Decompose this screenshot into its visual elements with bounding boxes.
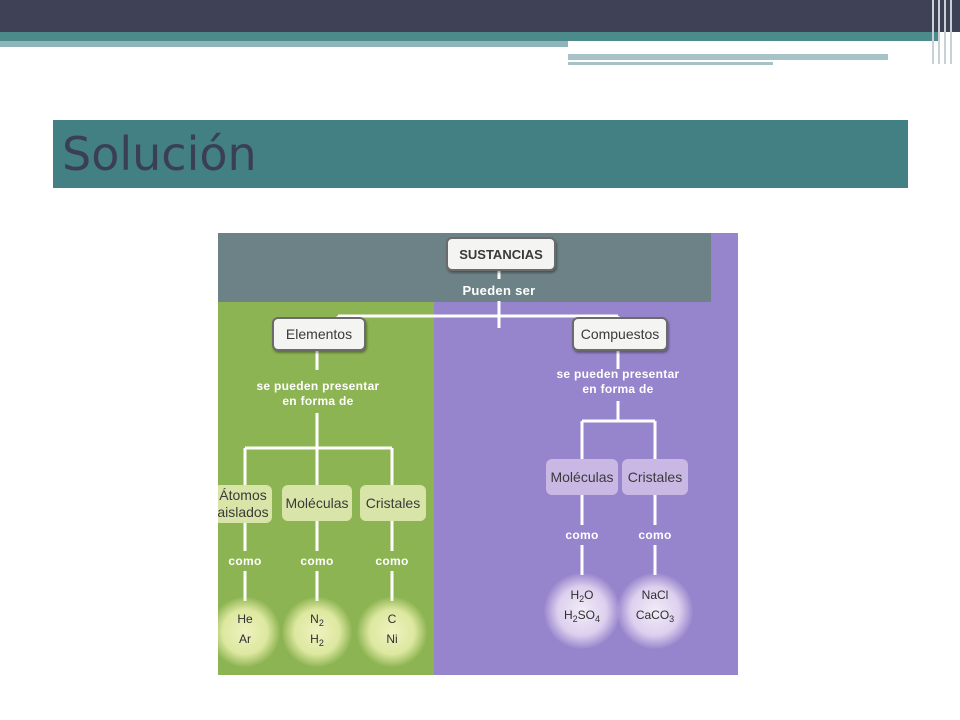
example-caco3: CaCO3 — [635, 608, 675, 624]
example-nacl: NaCl — [641, 588, 669, 602]
header-accent-stripe-right — [568, 54, 888, 60]
example-ar: Ar — [239, 632, 251, 646]
title-bar — [53, 120, 908, 188]
node-c-cristales: Cristales — [622, 459, 688, 495]
header-accent-stripe-light — [0, 41, 568, 47]
node-moleculas: Moléculas — [282, 485, 352, 521]
link-como: como — [228, 554, 262, 568]
header-vertical-line — [938, 0, 940, 64]
examples-c-cristales: NaCl CaCO3 — [617, 573, 693, 649]
link-compuestos-forma: se pueden presentar en forma de — [538, 367, 698, 397]
link-line: en forma de — [282, 394, 354, 408]
example-c: C — [387, 612, 397, 626]
example-h2so4: H2SO4 — [563, 608, 601, 624]
link-pueden-ser: Pueden ser — [462, 283, 536, 298]
node-elementos: Elementos — [272, 317, 366, 351]
link-como: como — [565, 528, 599, 542]
link-elementos-forma: se pueden presentar en forma de — [238, 379, 398, 409]
slide-title: Solución — [62, 127, 257, 181]
header-vertical-line — [950, 0, 952, 64]
header-accent-stripe-thin — [568, 62, 773, 65]
concept-map: SUSTANCIAS Pueden ser Elementos se puede… — [218, 233, 738, 675]
link-line: se pueden presentar — [256, 379, 380, 393]
examples-moleculas: N2 H2 — [282, 597, 352, 667]
link-como: como — [638, 528, 672, 542]
header-accent-stripe — [0, 32, 940, 41]
node-label: aislados — [218, 504, 269, 520]
top-header-bar — [0, 0, 960, 32]
example-ni: Ni — [386, 632, 398, 646]
example-h2: H2 — [310, 632, 324, 648]
examples-cristales: C Ni — [357, 597, 427, 667]
examples-c-moleculas: H2O H2SO4 — [544, 573, 620, 649]
link-line: se pueden presentar — [556, 367, 680, 381]
example-he: He — [237, 612, 253, 626]
node-compuestos: Compuestos — [572, 317, 668, 351]
connector-lines — [243, 265, 657, 601]
node-cristales: Cristales — [360, 485, 426, 521]
node-c-moleculas: Moléculas — [546, 459, 618, 495]
header-vertical-line — [944, 0, 946, 64]
link-como: como — [300, 554, 334, 568]
node-sustancias: SUSTANCIAS — [446, 237, 556, 271]
example-n2: N2 — [310, 612, 324, 628]
node-label: Átomos — [219, 487, 267, 503]
example-h2o: H2O — [570, 588, 594, 604]
node-atomos-aislados: Átomos aislados — [218, 485, 272, 523]
header-vertical-line — [932, 0, 934, 64]
link-como: como — [375, 554, 409, 568]
examples-atomos: He Ar — [218, 597, 280, 667]
link-line: en forma de — [582, 382, 654, 396]
